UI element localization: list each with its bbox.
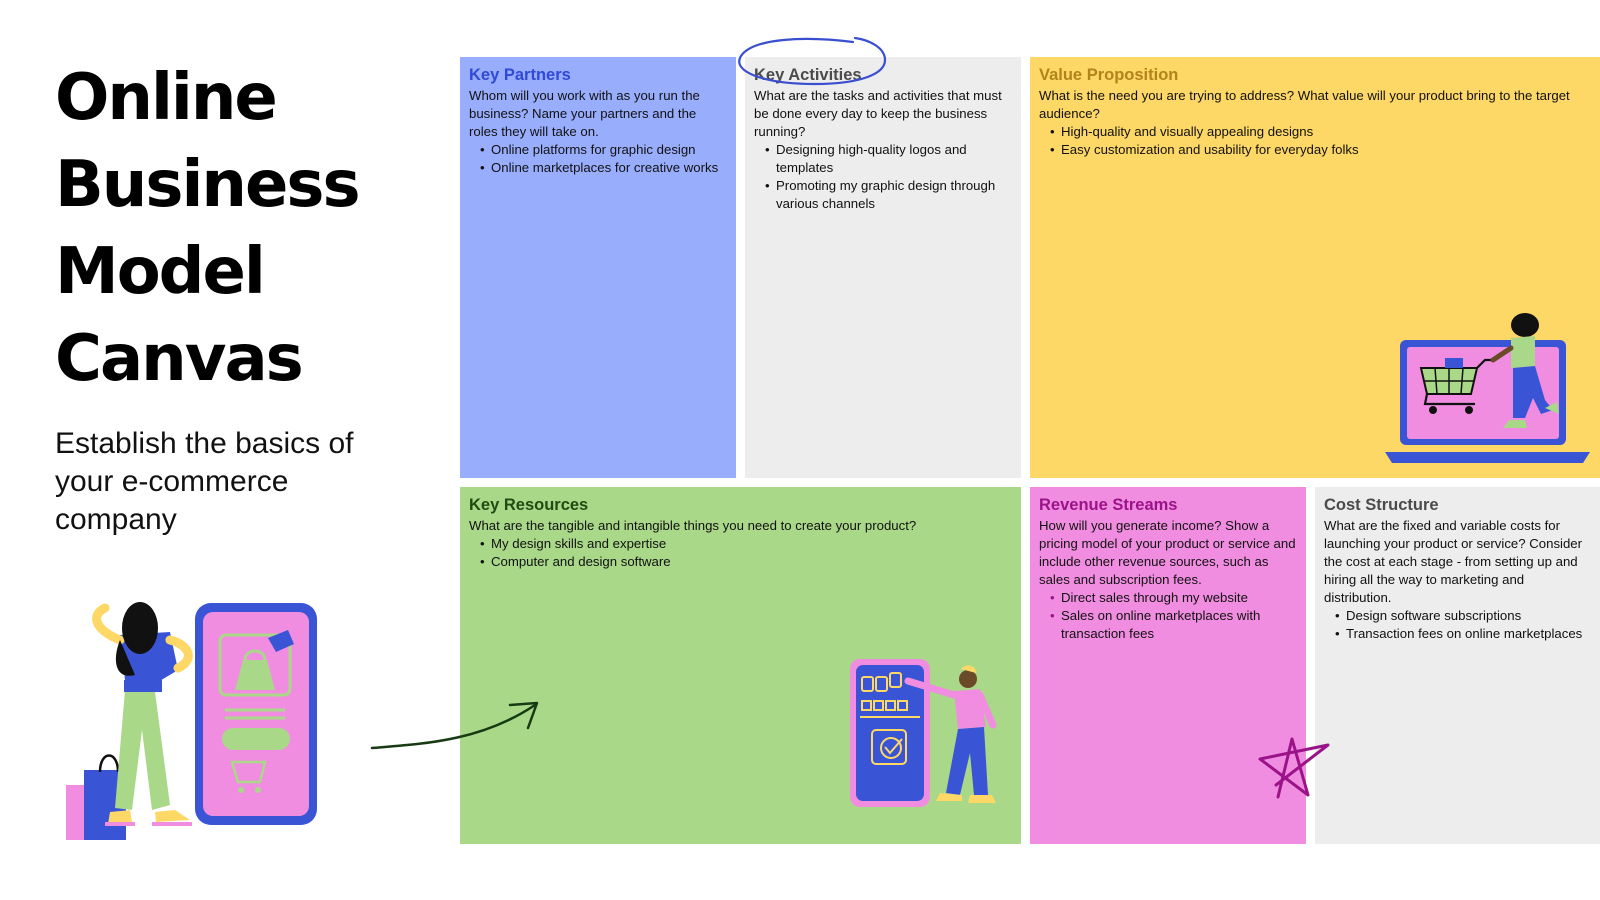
block-heading: Key Activities bbox=[754, 66, 862, 84]
block-list: Direct sales through my website Sales on… bbox=[1039, 589, 1297, 643]
title-line: Model bbox=[55, 235, 266, 309]
hand-drawn-circle-icon bbox=[738, 36, 887, 86]
title-line: Online bbox=[55, 61, 278, 135]
key-activities-block: Key Activities What are the tasks and ac… bbox=[745, 57, 1021, 478]
hand-drawn-star-icon bbox=[1258, 737, 1330, 799]
block-list: My design skills and expertise Computer … bbox=[469, 535, 1012, 571]
block-question: What are the tangible and intangible thi… bbox=[469, 518, 917, 533]
block-question: What are the tasks and activities that m… bbox=[754, 88, 1002, 139]
block-heading: Cost Structure bbox=[1324, 496, 1439, 514]
list-item: Direct sales through my website bbox=[1050, 589, 1297, 607]
block-question: How will you generate income? Show a pri… bbox=[1039, 518, 1296, 587]
list-item: Sales on online marketplaces with transa… bbox=[1050, 607, 1297, 643]
list-item: Design software subscriptions bbox=[1335, 607, 1591, 625]
list-item: My design skills and expertise bbox=[480, 535, 1012, 553]
man-with-phone-app-illustration bbox=[850, 659, 997, 807]
block-list: Designing high-quality logos and templat… bbox=[754, 141, 1012, 213]
page-title: Online Business Model Canvas bbox=[55, 55, 435, 403]
list-item: Online platforms for graphic design bbox=[480, 141, 727, 159]
list-item: Designing high-quality logos and templat… bbox=[765, 141, 1012, 177]
list-item: Promoting my graphic design through vari… bbox=[765, 177, 1012, 213]
list-item: Online marketplaces for creative works bbox=[480, 159, 727, 177]
block-question: What is the need you are trying to addre… bbox=[1039, 88, 1570, 121]
title-line: Business bbox=[55, 148, 361, 222]
block-heading: Key Partners bbox=[469, 66, 571, 84]
block-heading: Revenue Streams bbox=[1039, 496, 1178, 514]
block-list: Design software subscriptions Transactio… bbox=[1324, 607, 1591, 643]
block-heading: Value Proposition bbox=[1039, 66, 1179, 84]
block-heading: Key Resources bbox=[469, 496, 589, 514]
block-question: What are the fixed and variable costs fo… bbox=[1324, 518, 1583, 605]
block-list: High-quality and visually appealing desi… bbox=[1039, 123, 1591, 159]
block-list: Online platforms for graphic design Onli… bbox=[469, 141, 727, 177]
list-item: Computer and design software bbox=[480, 553, 1012, 571]
block-question: Whom will you work with as you run the b… bbox=[469, 88, 700, 139]
title-line: Canvas bbox=[55, 322, 304, 396]
woman-with-phone-illustration bbox=[66, 602, 317, 840]
revenue-streams-block: Revenue Streams How will you generate in… bbox=[1030, 487, 1306, 844]
list-item: High-quality and visually appealing desi… bbox=[1050, 123, 1591, 141]
hand-drawn-arrow-icon bbox=[370, 701, 539, 750]
woman-with-cart-laptop-illustration bbox=[1385, 313, 1590, 463]
key-partners-block: Key Partners Whom will you work with as … bbox=[460, 57, 736, 478]
list-item: Transaction fees on online marketplaces bbox=[1335, 625, 1591, 643]
page-subtitle: Establish the basics of your e-commerce … bbox=[55, 427, 354, 536]
cost-structure-block: Cost Structure What are the fixed and va… bbox=[1315, 487, 1600, 844]
list-item: Easy customization and usability for eve… bbox=[1050, 141, 1591, 159]
